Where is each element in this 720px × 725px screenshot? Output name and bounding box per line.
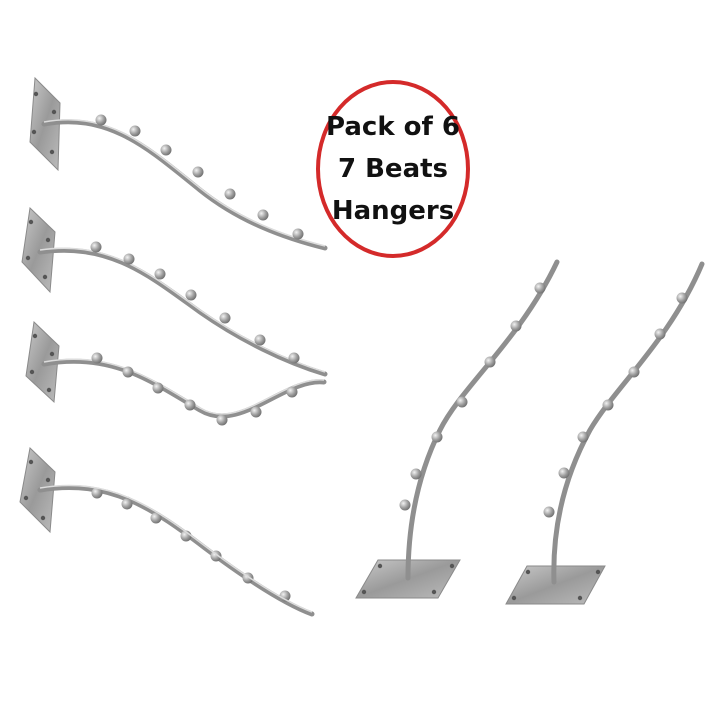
bead — [154, 268, 166, 280]
bead — [224, 188, 236, 200]
bead — [185, 289, 197, 301]
bead — [210, 550, 222, 562]
bead — [160, 144, 172, 156]
bead — [292, 228, 304, 240]
bead — [254, 334, 266, 346]
hanger-arm — [551, 261, 705, 585]
bead — [184, 399, 196, 411]
bead — [654, 328, 666, 340]
bead — [216, 414, 228, 426]
bead — [558, 467, 570, 479]
bead — [279, 590, 291, 602]
bead — [286, 386, 298, 398]
bead — [91, 487, 103, 499]
bead — [192, 166, 204, 178]
bead — [410, 468, 422, 480]
bead — [123, 253, 135, 265]
hanger-arm — [41, 119, 328, 251]
badge-line-3: Hangers — [331, 196, 455, 226]
bead — [510, 320, 522, 332]
bead — [257, 209, 269, 221]
bead — [91, 352, 103, 364]
hanger-arm — [41, 358, 327, 419]
bead — [150, 512, 162, 524]
bead — [90, 241, 102, 253]
badge-line-1: Pack of 6 — [326, 112, 460, 142]
bead — [431, 431, 443, 443]
bead — [288, 352, 300, 364]
hanger-stand-2 — [505, 261, 705, 605]
hanger-arm — [405, 259, 560, 581]
hanger-wall-2 — [21, 206, 328, 377]
badge-line-2: 7 Beats — [337, 154, 449, 184]
bead — [484, 356, 496, 368]
hanger-wall-4 — [19, 446, 315, 617]
bead — [628, 366, 640, 378]
bead — [577, 431, 589, 443]
bead — [543, 506, 555, 518]
bead — [534, 282, 546, 294]
bead — [456, 396, 468, 408]
bead — [399, 499, 411, 511]
bead — [121, 498, 133, 510]
base-plate — [505, 565, 606, 605]
pack-badge: Pack of 6 7 Beats Hangers — [316, 80, 470, 258]
hanger-wall-3 — [25, 320, 327, 426]
hanger-stand-1 — [355, 259, 560, 599]
bead — [602, 399, 614, 411]
hanger-arm — [37, 484, 315, 617]
bead — [129, 125, 141, 137]
hanger-arm — [37, 247, 328, 377]
bead — [122, 366, 134, 378]
bead — [676, 292, 688, 304]
bead — [250, 406, 262, 418]
bead — [95, 114, 107, 126]
hanger-wall-1 — [29, 76, 328, 251]
bead — [152, 382, 164, 394]
bead — [219, 312, 231, 324]
